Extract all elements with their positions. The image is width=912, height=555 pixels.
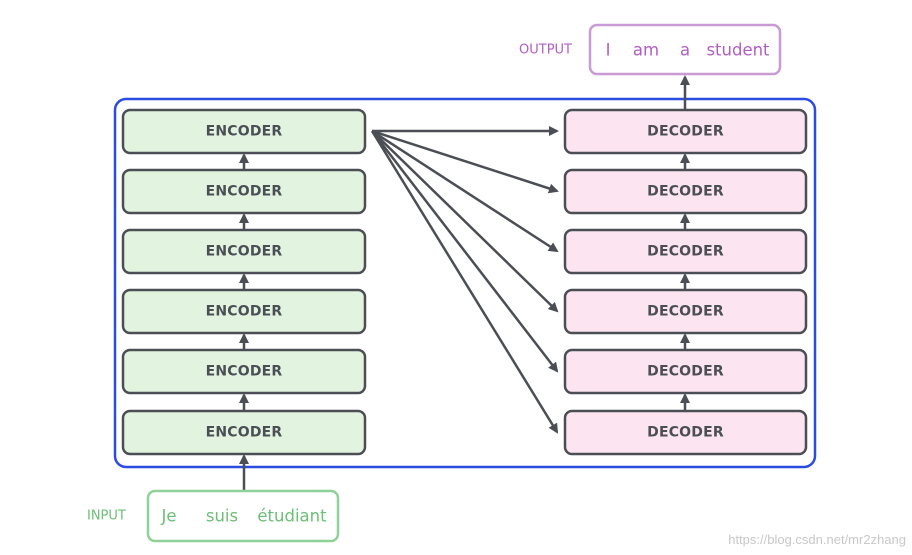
decoder-label: DECODER: [647, 124, 724, 140]
output-word: a: [680, 41, 690, 60]
output-word: student: [706, 41, 770, 60]
encoder-block: ENCODER: [121, 168, 367, 215]
cross-arrow: [371, 129, 559, 253]
input-box: [146, 489, 340, 543]
encoder-label: ENCODER: [206, 364, 283, 380]
output-word: I: [606, 41, 611, 60]
output-box: [588, 23, 782, 76]
decoder-block: DECODER: [563, 409, 808, 456]
cross-arrow: [371, 129, 559, 194]
decoder-label: DECODER: [647, 364, 724, 380]
decoder-label: DECODER: [647, 244, 724, 260]
input-word: Je: [160, 507, 176, 526]
decoder-block: DECODER: [563, 108, 808, 155]
input-word: suis: [206, 507, 238, 526]
decoder-block: DECODER: [563, 168, 808, 215]
encoder-decoder-arrows: [370, 126, 559, 434]
encoder-label: ENCODER: [206, 425, 283, 441]
encoder-label: ENCODER: [206, 184, 283, 200]
input-label: INPUT: [87, 509, 126, 524]
decoder-label: DECODER: [647, 425, 724, 441]
decoder-block: DECODER: [563, 348, 808, 395]
decoder-label: DECODER: [647, 184, 724, 200]
encoder-block: ENCODER: [121, 409, 367, 456]
watermark: https://blog.csdn.net/mr2zhang: [728, 532, 906, 547]
decoder-label: DECODER: [647, 304, 724, 320]
encoder-label: ENCODER: [206, 244, 283, 260]
decoder-block: DECODER: [563, 288, 808, 335]
encoder-block: ENCODER: [121, 348, 367, 395]
decoder-stack: DECODER DECODER DECODER DECODER DECODER …: [563, 108, 808, 456]
decoder-block: DECODER: [563, 228, 808, 275]
output-word: am: [633, 41, 659, 60]
encoder-label: ENCODER: [206, 304, 283, 320]
encoder-label: ENCODER: [206, 124, 283, 140]
stack-container: [113, 97, 817, 469]
output-label: OUTPUT: [519, 43, 572, 58]
cross-arrow: [371, 130, 559, 313]
cross-arrow: [371, 130, 559, 373]
cross-arrow: [370, 130, 559, 434]
input-word: étudiant: [257, 507, 327, 526]
encoder-block: ENCODER: [121, 228, 367, 275]
encoder-block: ENCODER: [121, 288, 367, 335]
encoder-block: ENCODER: [121, 108, 367, 155]
